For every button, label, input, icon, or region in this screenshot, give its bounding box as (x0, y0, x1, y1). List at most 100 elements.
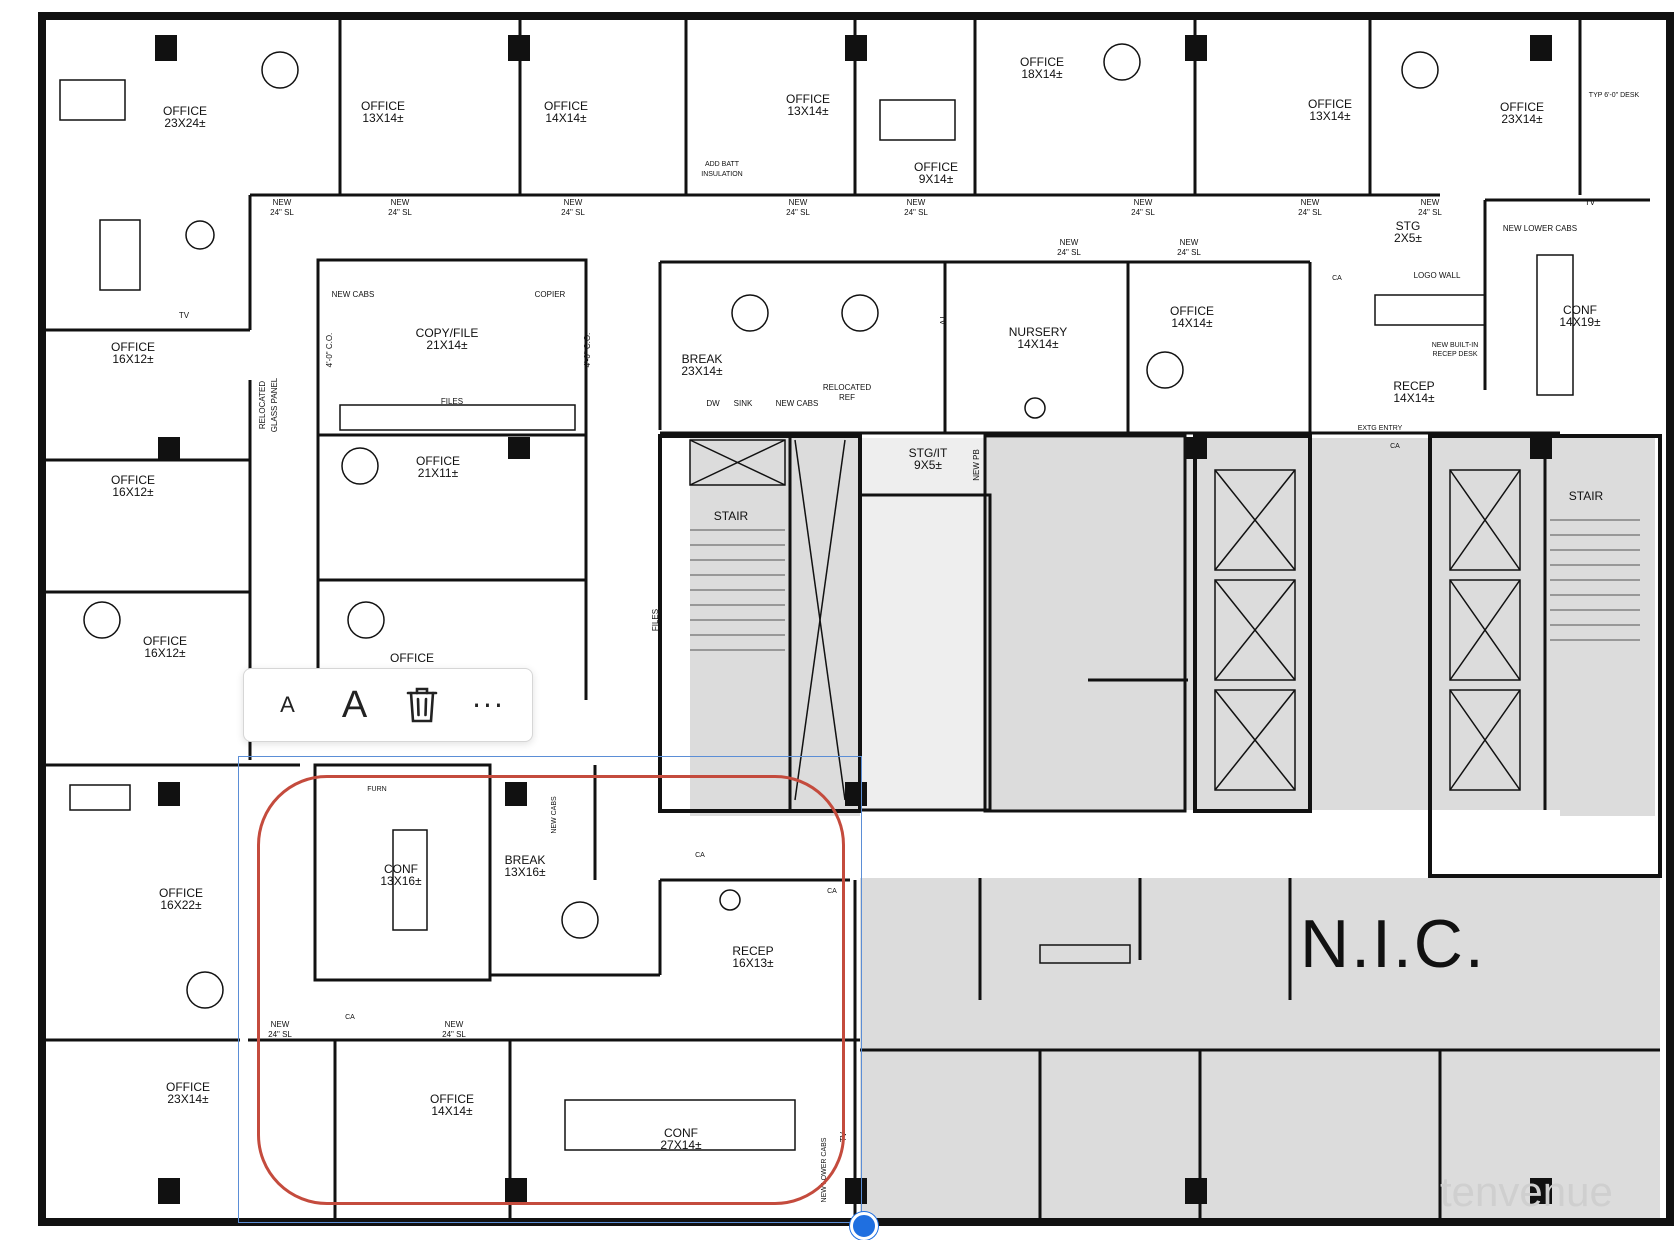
svg-text:OFFICE: OFFICE (166, 1080, 210, 1094)
svg-text:STG/IT: STG/IT (909, 446, 948, 460)
svg-text:TV: TV (938, 315, 947, 326)
svg-text:CA: CA (695, 852, 705, 859)
more-options-button[interactable]: ··· (463, 679, 515, 731)
interior-walls (46, 20, 1662, 1222)
svg-text:NEW: NEW (1421, 198, 1440, 207)
svg-text:TYP 6'-0" DESK: TYP 6'-0" DESK (1589, 92, 1640, 99)
svg-text:24" SL: 24" SL (561, 208, 585, 217)
svg-text:2X5±: 2X5± (1394, 231, 1422, 245)
svg-text:STAIR: STAIR (1569, 489, 1604, 503)
svg-text:14X14±: 14X14± (1393, 391, 1435, 405)
svg-text:13X14±: 13X14± (1309, 109, 1351, 123)
svg-text:RELOCATED: RELOCATED (258, 381, 267, 430)
svg-text:4'-0" C.O.: 4'-0" C.O. (583, 333, 592, 368)
svg-text:NEW: NEW (789, 198, 808, 207)
delete-button[interactable] (396, 679, 448, 731)
svg-text:TV: TV (1585, 198, 1596, 207)
svg-text:9X14±: 9X14± (919, 172, 954, 186)
red-markup-outline[interactable] (257, 775, 845, 1205)
svg-text:OFFICE: OFFICE (143, 634, 187, 648)
svg-text:DW: DW (706, 399, 720, 408)
svg-text:COPIER: COPIER (535, 290, 566, 299)
svg-text:RECEP DESK: RECEP DESK (1433, 351, 1478, 358)
svg-text:OFFICE: OFFICE (544, 99, 588, 113)
svg-text:23X14±: 23X14± (1501, 112, 1543, 126)
svg-text:NEW CABS: NEW CABS (551, 796, 558, 834)
svg-text:ADD BATT: ADD BATT (705, 161, 740, 168)
svg-text:SINK: SINK (734, 399, 753, 408)
svg-text:NURSERY: NURSERY (1009, 325, 1067, 339)
svg-text:CONF: CONF (384, 862, 418, 876)
svg-text:OFFICE: OFFICE (159, 886, 203, 900)
svg-text:OFFICE: OFFICE (1020, 55, 1064, 69)
svg-text:16X12±: 16X12± (112, 485, 154, 499)
svg-text:24" SL: 24" SL (388, 208, 412, 217)
svg-text:BREAK: BREAK (682, 352, 723, 366)
svg-text:STG: STG (1396, 219, 1421, 233)
svg-text:OFFICE: OFFICE (1500, 100, 1544, 114)
svg-text:NEW: NEW (271, 1020, 290, 1029)
svg-text:GLASS PANEL: GLASS PANEL (270, 377, 279, 432)
svg-text:24" SL: 24" SL (442, 1030, 466, 1039)
svg-text:14X14±: 14X14± (545, 111, 587, 125)
svg-text:STAIR: STAIR (714, 509, 749, 523)
svg-text:OFFICE: OFFICE (361, 99, 405, 113)
svg-text:23X14±: 23X14± (681, 364, 723, 378)
svg-text:24" SL: 24" SL (270, 208, 294, 217)
increase-text-size-button[interactable]: A (341, 683, 368, 726)
svg-text:24" SL: 24" SL (1298, 208, 1322, 217)
svg-text:9X5±: 9X5± (914, 458, 942, 472)
selection-box[interactable] (238, 756, 862, 1223)
svg-text:14X14±: 14X14± (1171, 316, 1213, 330)
svg-text:NEW PB: NEW PB (972, 449, 981, 481)
svg-text:24" SL: 24" SL (1131, 208, 1155, 217)
svg-text:16X13±: 16X13± (732, 956, 774, 970)
svg-text:13X16±: 13X16± (504, 865, 546, 879)
svg-text:27X14±: 27X14± (660, 1138, 702, 1152)
svg-text:FILES: FILES (441, 397, 463, 406)
svg-text:NEW CABS: NEW CABS (332, 290, 375, 299)
svg-text:NEW: NEW (391, 198, 410, 207)
svg-text:BREAK: BREAK (505, 853, 546, 867)
svg-text:OFFICE: OFFICE (390, 651, 434, 665)
svg-text:CONF: CONF (664, 1126, 698, 1140)
svg-text:FILES: FILES (651, 609, 660, 631)
svg-text:OFFICE: OFFICE (1308, 97, 1352, 111)
svg-text:OFFICE: OFFICE (786, 92, 830, 106)
svg-text:EXTG ENTRY: EXTG ENTRY (1358, 425, 1403, 432)
svg-text:OFFICE: OFFICE (111, 340, 155, 354)
svg-text:14X19±: 14X19± (1559, 315, 1601, 329)
svg-text:NEW: NEW (1060, 238, 1079, 247)
svg-text:NEW: NEW (445, 1020, 464, 1029)
svg-text:NEW: NEW (1301, 198, 1320, 207)
furniture (59, 43, 1574, 1151)
svg-text:24" SL: 24" SL (268, 1030, 292, 1039)
svg-text:NEW BUILT-IN: NEW BUILT-IN (1432, 342, 1479, 349)
trash-icon (406, 687, 437, 723)
elevators (689, 439, 1640, 801)
svg-text:OFFICE: OFFICE (430, 1092, 474, 1106)
svg-text:13X16±: 13X16± (380, 874, 422, 888)
svg-text:NEW: NEW (564, 198, 583, 207)
svg-text:COPY/FILE: COPY/FILE (416, 326, 479, 340)
svg-text:NEW CABS: NEW CABS (776, 399, 819, 408)
svg-text:OFFICE: OFFICE (111, 473, 155, 487)
svg-text:RELOCATED: RELOCATED (823, 383, 872, 392)
svg-text:NEW: NEW (1134, 198, 1153, 207)
watermark: tenvenue (1440, 1168, 1613, 1215)
svg-text:14X14±: 14X14± (1017, 337, 1059, 351)
svg-text:16X22±: 16X22± (160, 898, 202, 912)
svg-text:INSULATION: INSULATION (701, 171, 743, 178)
resize-handle[interactable] (850, 1212, 878, 1240)
svg-text:21X11±: 21X11± (418, 466, 459, 480)
svg-text:NEW: NEW (273, 198, 292, 207)
svg-text:REF: REF (839, 393, 855, 402)
decrease-text-size-button[interactable]: A (280, 692, 295, 717)
nic-label: N.I.C. (1300, 906, 1486, 982)
svg-text:23X14±: 23X14± (167, 1092, 209, 1106)
svg-text:24" SL: 24" SL (1057, 248, 1081, 257)
svg-text:CA: CA (1390, 443, 1400, 450)
svg-text:RECEP: RECEP (1393, 379, 1434, 393)
svg-text:4'-0" C.O.: 4'-0" C.O. (325, 333, 334, 368)
